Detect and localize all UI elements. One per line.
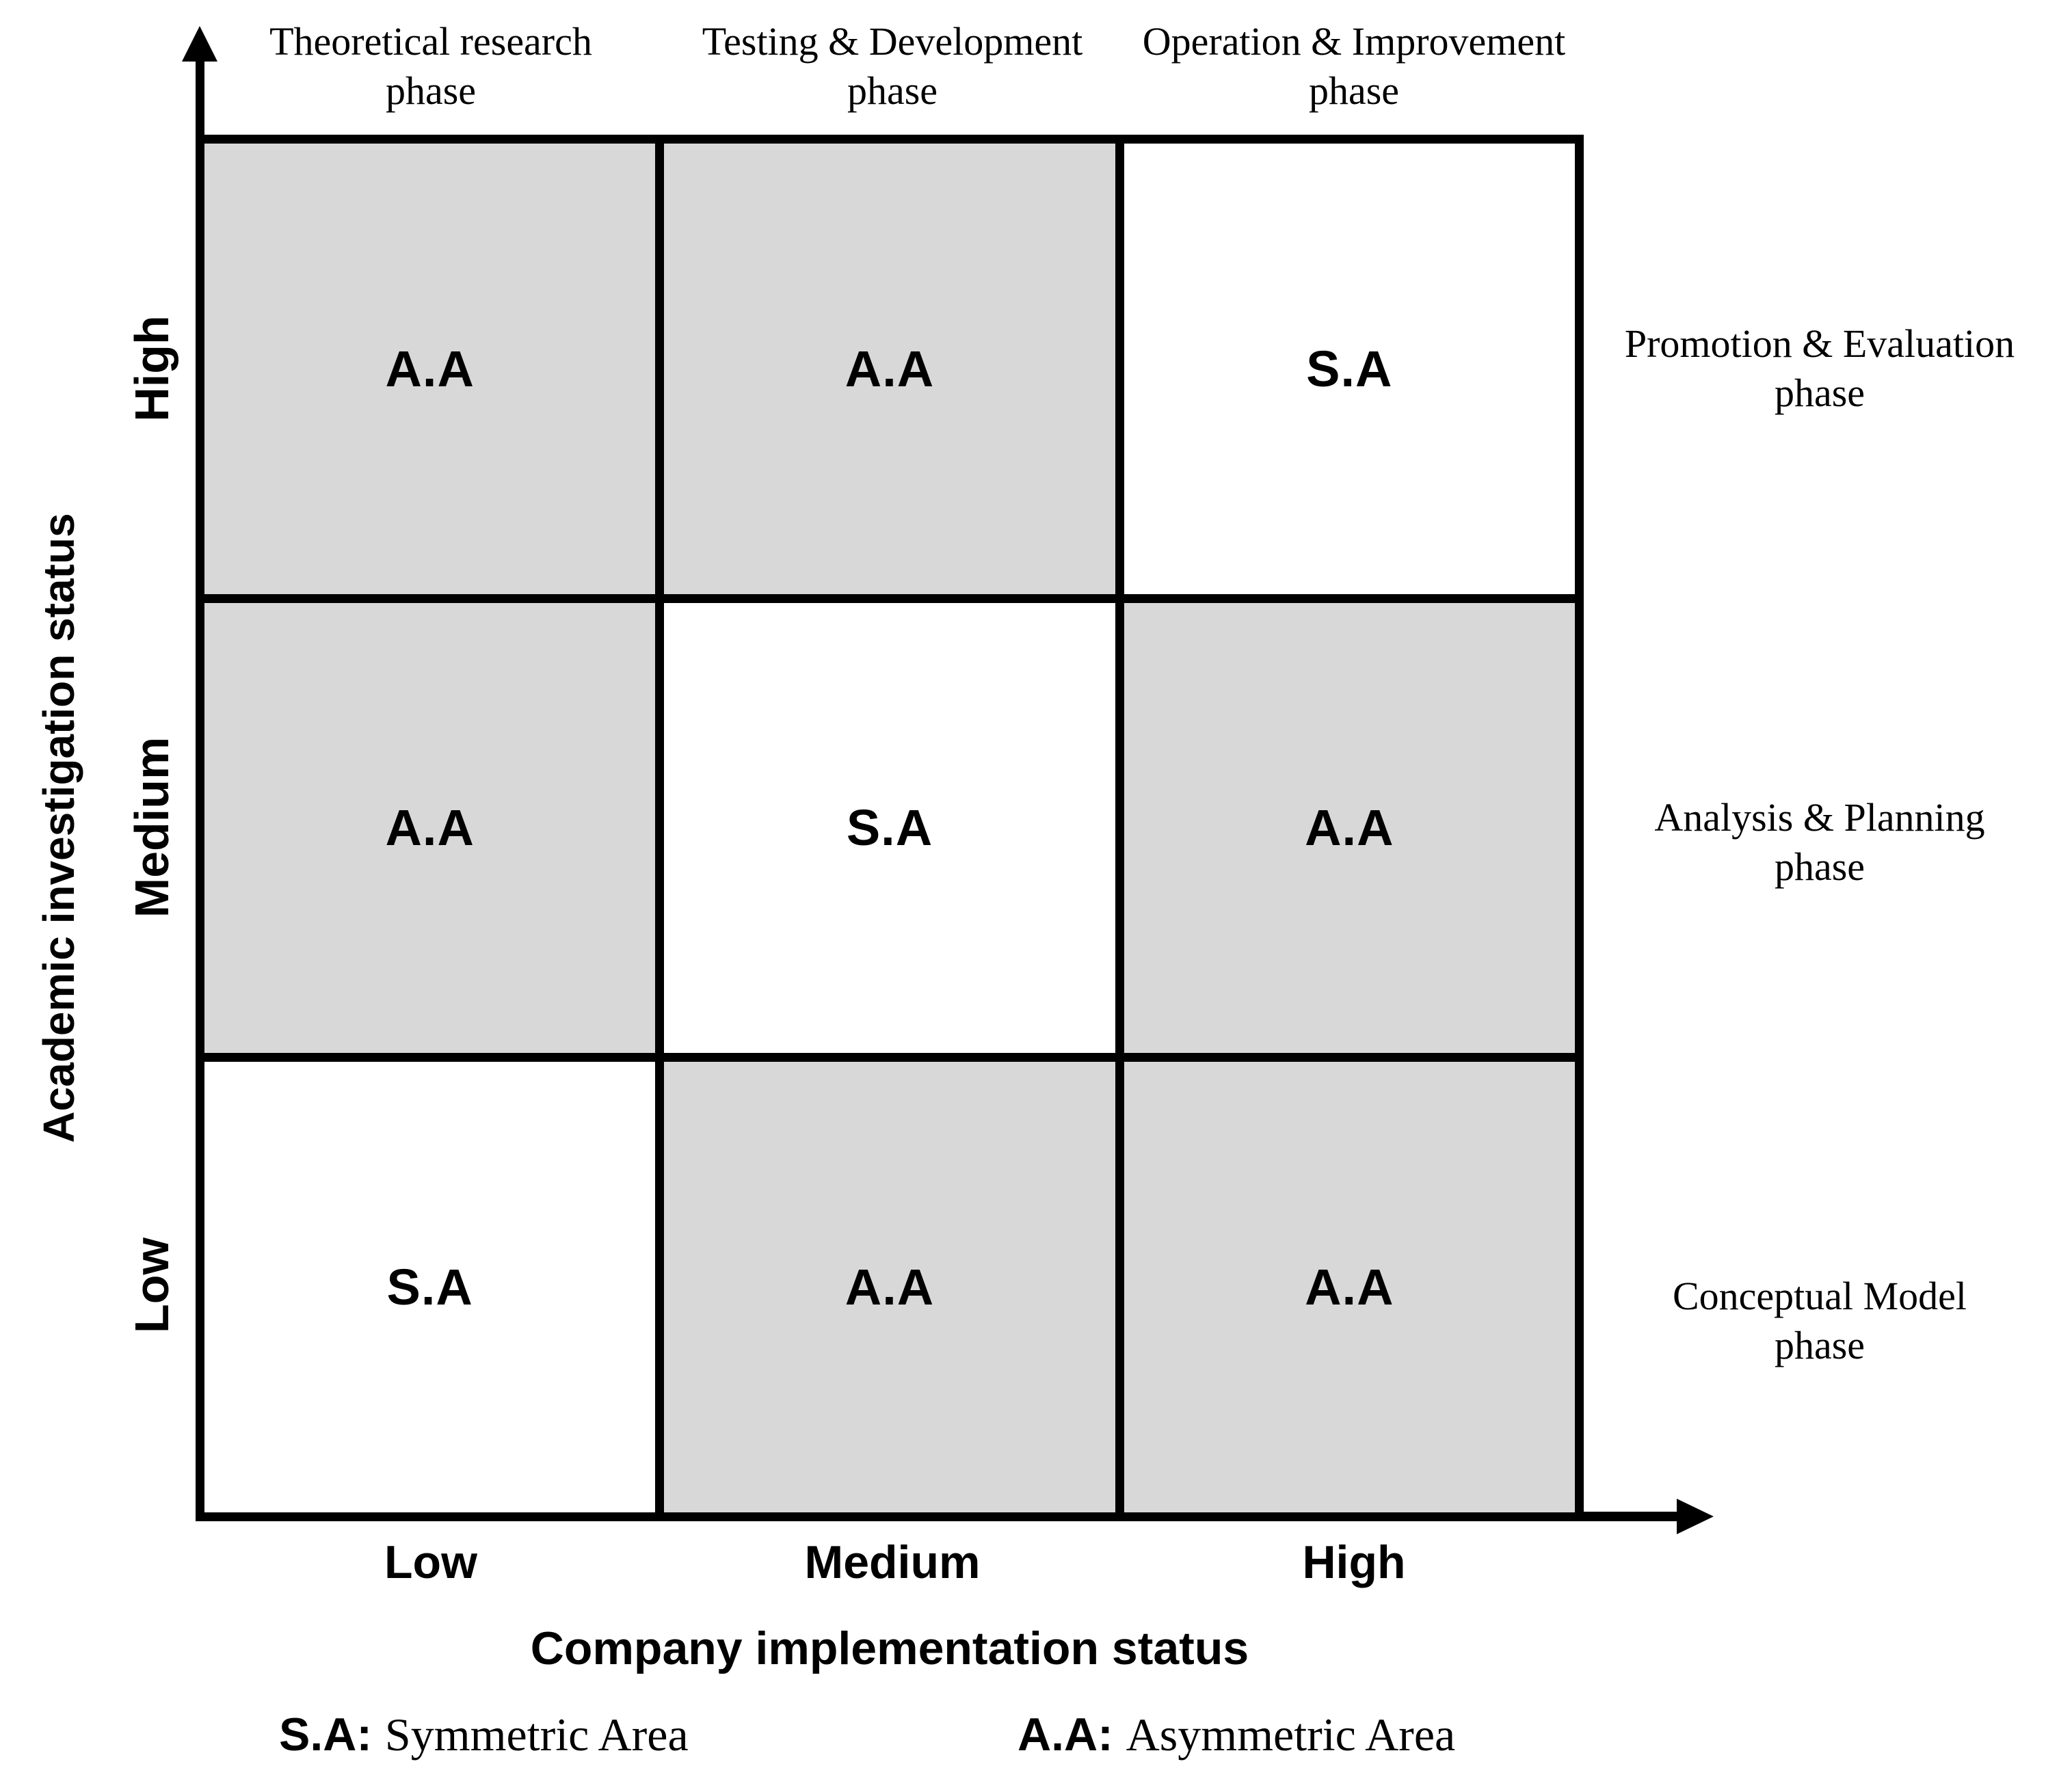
right-label-line2: phase <box>1774 1323 1865 1367</box>
matrix-cell-label: A.A <box>1305 799 1394 857</box>
x-axis-arrowhead-icon <box>1677 1499 1714 1534</box>
x-tick-label-low: Low <box>384 1536 477 1588</box>
right-label-line1: Analysis & Planning <box>1654 795 1985 840</box>
matrix-cell-high-low: A.A <box>204 144 656 594</box>
matrix-cell-label: S.A <box>386 1259 473 1316</box>
legend-abbr: A.A: <box>1018 1709 1113 1761</box>
right-label-conceptual-model: Conceptual Model phase <box>1593 1272 2046 1370</box>
matrix-cell-high-high: S.A <box>1124 144 1575 594</box>
row-label-medium: Medium <box>125 736 178 918</box>
right-label-line1: Promotion & Evaluation <box>1624 321 2015 366</box>
matrix-cell-label: A.A <box>385 799 475 857</box>
matrix-grid: A.A A.A S.A A.A S.A A.A S.A A.A A.A <box>196 135 1584 1521</box>
matrix-cell-label: A.A <box>385 340 475 397</box>
matrix-cell-low-medium: A.A <box>664 1062 1115 1512</box>
matrix-cell-medium-medium: S.A <box>664 602 1115 1054</box>
legend-abbr: S.A: <box>279 1709 372 1761</box>
right-label-promotion-evaluation: Promotion & Evaluation phase <box>1593 319 2046 418</box>
matrix-cell-label: A.A <box>845 1259 935 1316</box>
y-axis-arrowhead-icon <box>182 26 217 62</box>
column-header-line1: Operation & Improvement <box>1142 19 1566 64</box>
y-axis-title: Academic investigation status <box>34 513 83 1143</box>
matrix-cell-low-high: A.A <box>1124 1062 1575 1512</box>
matrix-cell-label: S.A <box>846 799 933 857</box>
legend-text: Symmetric Area <box>384 1709 689 1761</box>
row-label-low: Low <box>125 1238 178 1333</box>
right-label-analysis-planning: Analysis & Planning phase <box>1593 793 2046 892</box>
legend-text: Asymmetric Area <box>1126 1709 1456 1761</box>
column-header-line2: phase <box>385 68 477 113</box>
right-label-line1: Conceptual Model <box>1672 1274 1967 1318</box>
matrix-cell-label: A.A <box>845 340 935 397</box>
x-tick-label-medium: Medium <box>804 1536 981 1588</box>
matrix-cell-medium-high: A.A <box>1124 602 1575 1054</box>
right-label-line2: phase <box>1774 371 1865 415</box>
matrix-cell-low-low: S.A <box>204 1062 656 1512</box>
column-header-line2: phase <box>1308 68 1400 113</box>
column-header-line1: Theoretical research <box>269 19 592 64</box>
matrix-cell-high-medium: A.A <box>664 144 1115 594</box>
legend-item-symmetric-area: S.A: Symmetric Area <box>279 1708 689 1762</box>
right-label-line2: phase <box>1774 844 1865 889</box>
x-axis-title: Company implementation status <box>530 1622 1249 1674</box>
column-header-operation-improvement: Operation & Improvement phase <box>1121 17 1586 116</box>
row-label-high: High <box>125 315 178 422</box>
matrix-cell-label: S.A <box>1306 340 1393 397</box>
matrix-cell-label: A.A <box>1305 1259 1394 1316</box>
matrix-cell-medium-low: A.A <box>204 602 656 1054</box>
column-header-line1: Testing & Development <box>702 19 1083 64</box>
column-header-theoretical-research: Theoretical research phase <box>198 17 663 116</box>
column-header-testing-development: Testing & Development phase <box>660 17 1125 116</box>
x-tick-label-high: High <box>1302 1536 1406 1588</box>
legend-item-asymmetric-area: A.A: Asymmetric Area <box>1018 1708 1455 1762</box>
column-header-line2: phase <box>847 68 938 113</box>
